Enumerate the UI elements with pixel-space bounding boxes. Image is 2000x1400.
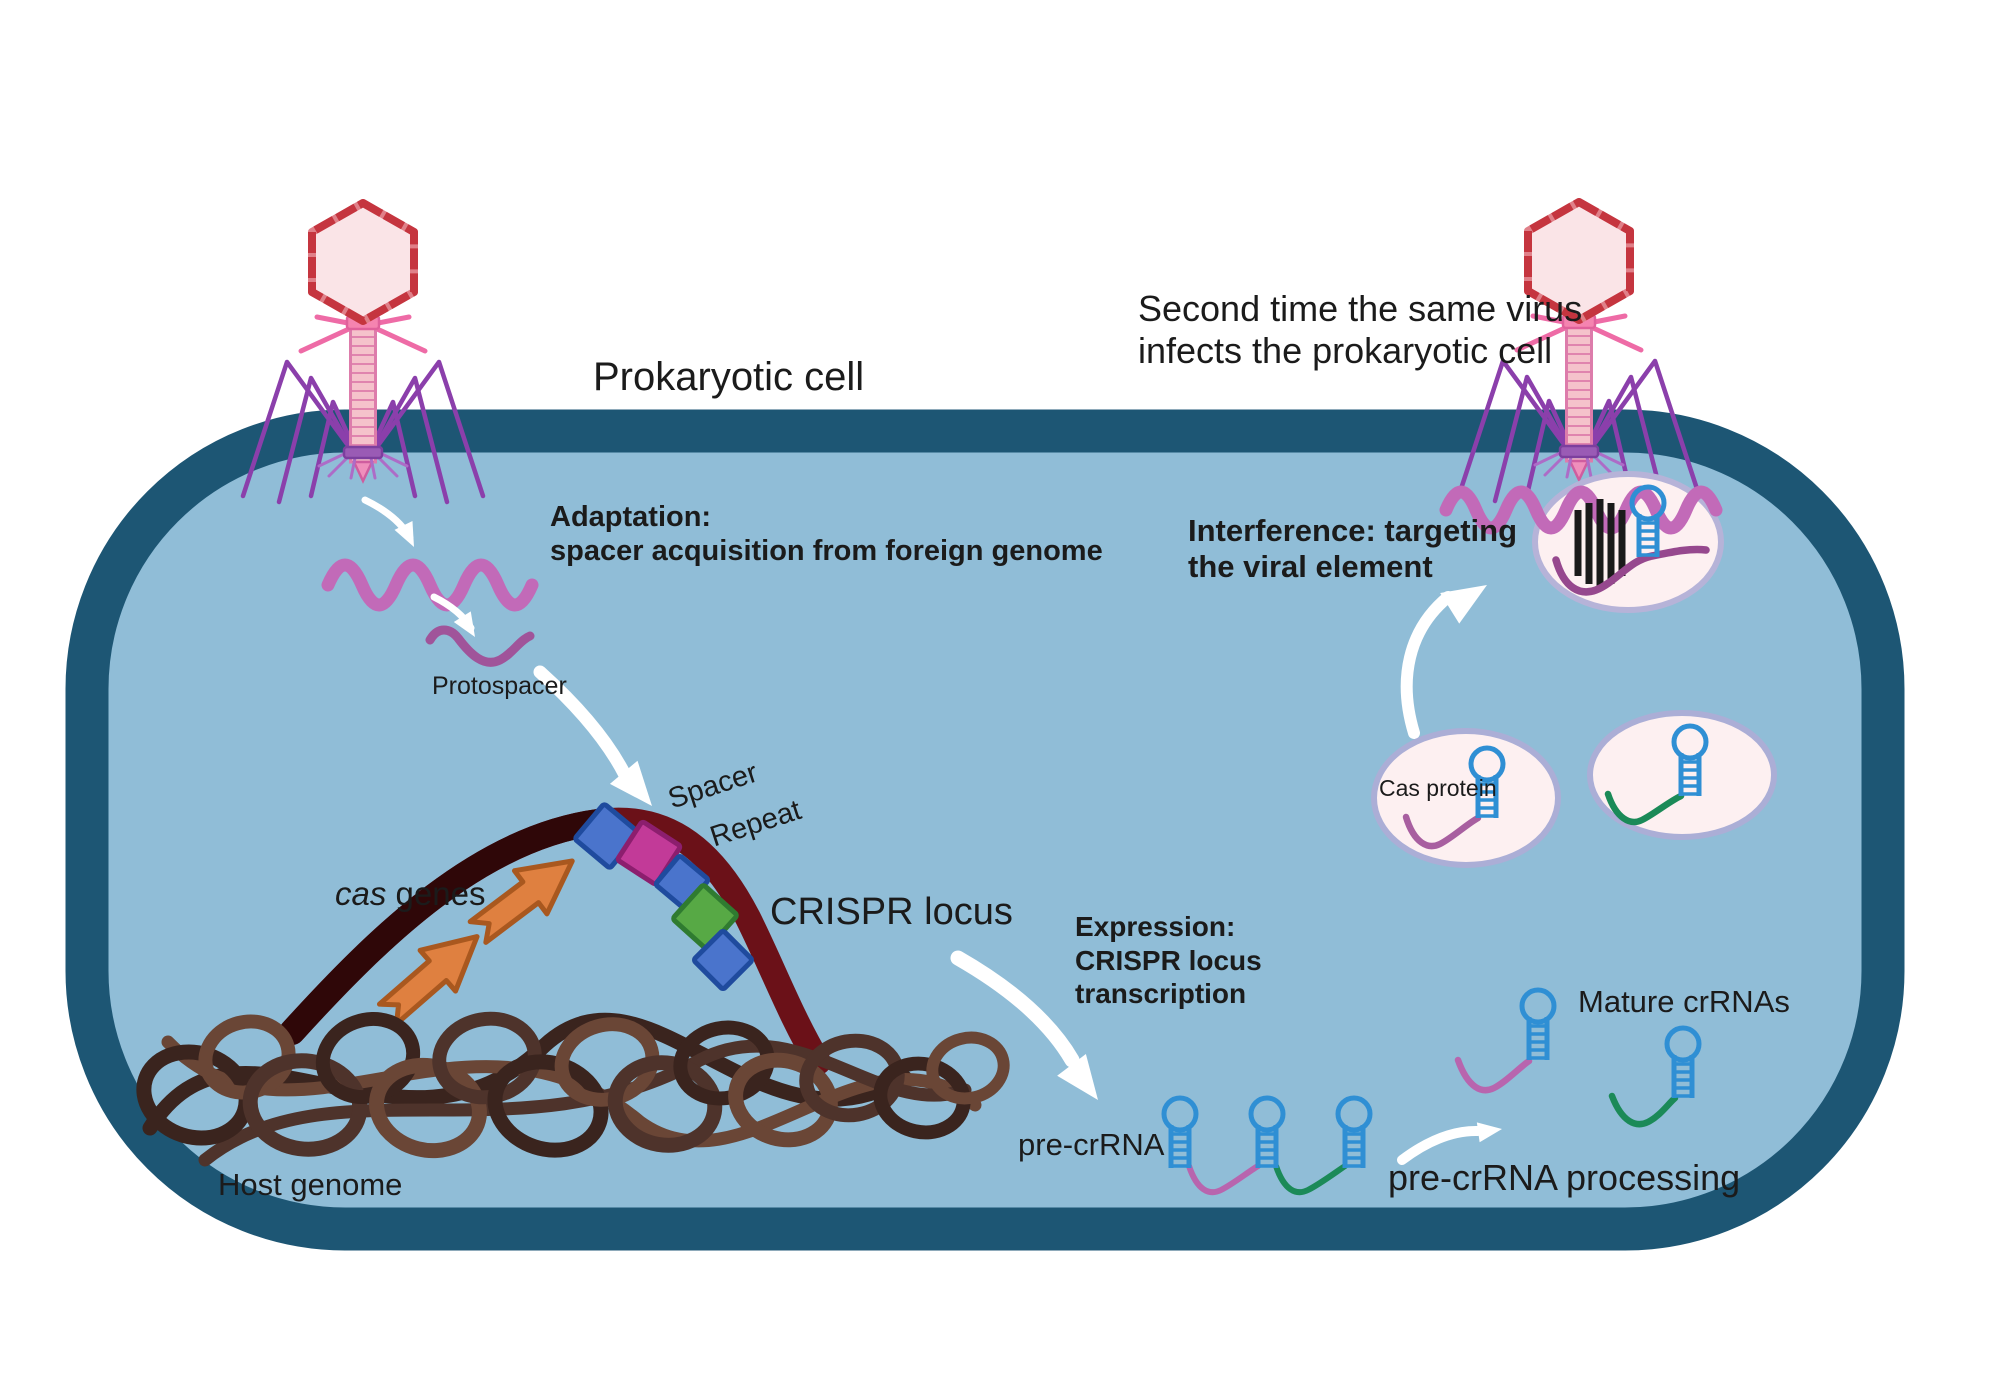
- cas-protein-complex-2: [1587, 710, 1777, 840]
- prokaryotic-cell-body: [65, 409, 1905, 1251]
- page-title: Prokaryotic cell: [593, 355, 865, 399]
- pre-crrna-processing-label: pre-crRNA processing: [1388, 1157, 1741, 1198]
- host-genome-label: Host genome: [218, 1167, 403, 1202]
- cas-protein-complex-1: [1371, 728, 1561, 868]
- pre-crrna-label: pre-crRNA: [1018, 1127, 1165, 1162]
- arrow-expression: [950, 950, 1080, 1068]
- adaptation-label: Adaptation: spacer acquisition from fore…: [550, 501, 1103, 568]
- second-infection-label: Second time the same virus infects the p…: [1138, 288, 1583, 372]
- mature-crrnas-label: Mature crRNAs: [1578, 984, 1790, 1019]
- arrow-interference: [1400, 591, 1454, 739]
- dna-cleavage-bars: [1574, 499, 1626, 588]
- viral-dna-wave: [321, 558, 539, 612]
- host-genome-tangle: [136, 1011, 1010, 1167]
- pre-crrna-molecule: [1164, 1098, 1370, 1196]
- protospacer-curve: [425, 625, 535, 667]
- interference-complex: [1439, 471, 1724, 613]
- arrow-adaptation: [533, 665, 632, 782]
- targeted-viral-dna-wave: [1439, 485, 1723, 535]
- mature-crrna-2: [1608, 1028, 1699, 1128]
- expression-label: Expression: CRISPR locus transcription: [1075, 911, 1262, 1010]
- crrna-guide-strand: [1552, 545, 1710, 596]
- repeat-square: [692, 929, 754, 991]
- flow-arrows: [361, 496, 1504, 1165]
- mature-crrna-1: [1454, 990, 1554, 1094]
- cas-protein-label: Cas protein: [1379, 775, 1497, 801]
- interference-label: Interference: targeting the viral elemen…: [1188, 513, 1518, 584]
- protospacer-label: Protospacer: [432, 672, 567, 700]
- arrow-processing: [1397, 1125, 1483, 1165]
- crispr-locus-label: CRISPR locus: [770, 891, 1013, 933]
- crispr-array-squares: [573, 802, 754, 991]
- cas-genes-label: cas genes: [335, 875, 486, 912]
